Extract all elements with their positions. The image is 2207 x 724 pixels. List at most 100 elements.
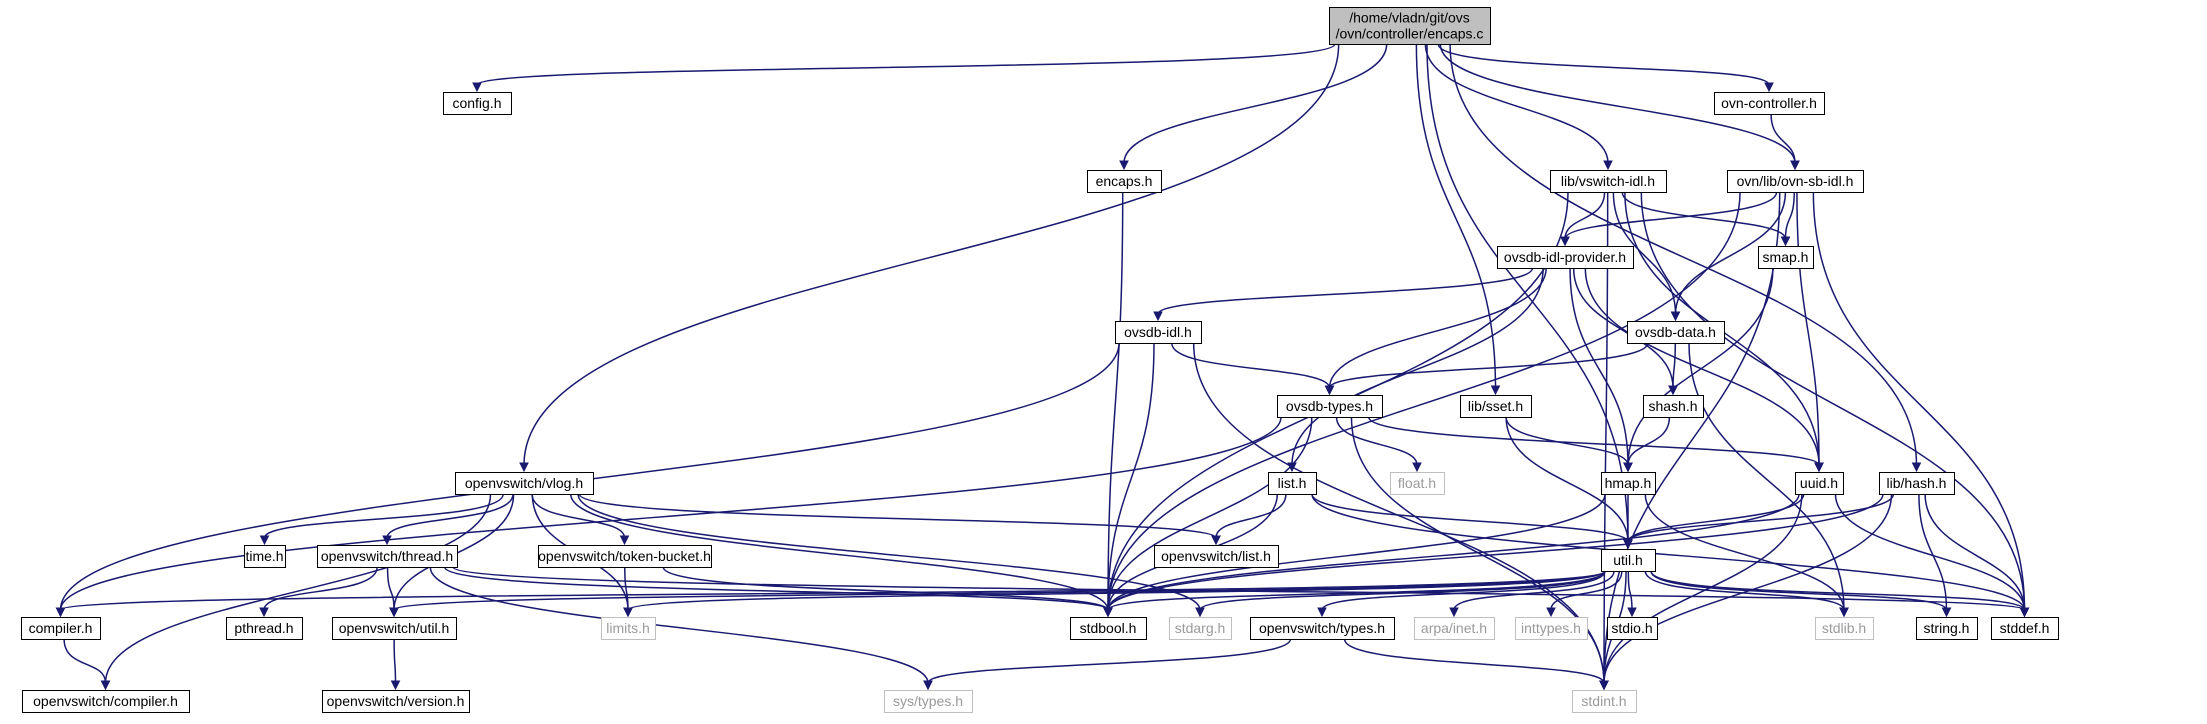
- edge-ovsdb_idl_provider_h-to-uuid_h: [1584, 267, 1824, 473]
- node-arpa-inet-h[interactable]: arpa/inet.h: [1414, 617, 1495, 640]
- edge-util_h-to-limits_h: [623, 570, 1606, 618]
- edge-util_h-to-stdio_h: [1627, 570, 1637, 618]
- node-label: time.h: [245, 548, 283, 564]
- edge-util_h-to-openvswitch_types_h: [1317, 570, 1606, 618]
- node-label: float.h: [1398, 475, 1436, 491]
- node-string-h[interactable]: string.h: [1916, 617, 1978, 640]
- edge-openvswitch_types_h-to-sys_types_h: [923, 638, 1292, 691]
- node-label: inttypes.h: [1521, 620, 1581, 636]
- node-lib-vswitch-idl-h[interactable]: lib/vswitch-idl.h: [1550, 170, 1667, 193]
- node-openvswitch-util-h[interactable]: openvswitch/util.h: [332, 617, 457, 640]
- node-float-h[interactable]: float.h: [1390, 472, 1445, 495]
- node-label: pthread.h: [234, 620, 293, 636]
- edge-lib_hash_h-to-util_h: [1623, 493, 1895, 550]
- node-openvswitch-vlog-h[interactable]: openvswitch/vlog.h: [455, 472, 594, 495]
- node-lib-hash-h[interactable]: lib/hash.h: [1879, 472, 1955, 495]
- node-openvswitch-version-h[interactable]: openvswitch/version.h: [322, 690, 470, 713]
- node-label: stdio.h: [1611, 620, 1652, 636]
- edges-layer: [55, 43, 2030, 691]
- node-sys-types-h[interactable]: sys/types.h: [884, 690, 973, 713]
- node-label: openvswitch/token-bucket.h: [538, 548, 711, 564]
- node-stdlib-h[interactable]: stdlib.h: [1815, 617, 1874, 640]
- node-inttypes-h[interactable]: inttypes.h: [1515, 617, 1588, 640]
- node-openvswitch-types-h[interactable]: openvswitch/types.h: [1250, 617, 1395, 640]
- node-ovsdb-idl-h[interactable]: ovsdb-idl.h: [1115, 321, 1202, 344]
- edge-ovsdb_types_h-to-compiler_h: [55, 416, 1282, 618]
- node-uuid-h[interactable]: uuid.h: [1795, 472, 1844, 495]
- node-ovn-controller-h[interactable]: ovn-controller.h: [1714, 92, 1825, 115]
- edge-encaps_c-to-openvswitch_vlog_h: [519, 43, 1340, 473]
- edge-util_h-to-stdbool_h: [1103, 570, 1606, 618]
- node-label: stdint.h: [1581, 693, 1626, 709]
- edge-util_h-to-compiler_h: [55, 570, 1606, 618]
- edge-util_h-to-inttypes_h: [1546, 570, 1623, 618]
- node-label: openvswitch/version.h: [327, 693, 465, 709]
- node-compiler-h[interactable]: compiler.h: [21, 617, 101, 640]
- node-pthread-h[interactable]: pthread.h: [226, 617, 303, 640]
- edge-ovsdb_idl_provider_h-to-ovsdb_idl_h: [1153, 267, 1534, 322]
- node-encaps-h[interactable]: encaps.h: [1087, 170, 1162, 193]
- node-stdint-h[interactable]: stdint.h: [1572, 690, 1637, 713]
- edge-openvswitch_vlog_h-to-openvswitch_compiler_h: [100, 493, 492, 691]
- node-smap-h[interactable]: smap.h: [1758, 246, 1814, 269]
- edge-ovn_lib_ovn_sb_idl_h-to-smap_h: [1780, 191, 1795, 247]
- edge-encaps_c-to-config_h: [472, 43, 1336, 93]
- node-config-h[interactable]: config.h: [443, 92, 512, 115]
- node-stdio-h[interactable]: stdio.h: [1607, 617, 1658, 640]
- node-stddef-h[interactable]: stddef.h: [1991, 617, 2059, 640]
- node-stdarg-h[interactable]: stdarg.h: [1169, 617, 1232, 640]
- edge-util_h-to-stdlib_h: [1644, 570, 1849, 618]
- node-label: ovsdb-types.h: [1286, 398, 1373, 414]
- node-openvswitch-thread-h[interactable]: openvswitch/thread.h: [317, 545, 458, 568]
- edge-ovsdb_types_h-to-stdbool_h: [1103, 416, 1313, 618]
- node-label: smap.h: [1763, 249, 1809, 265]
- edge-list_h-to-openvswitch_list_h: [1211, 493, 1287, 546]
- nodes-layer: /home/vladn/git/ovs/ovn/controller/encap…: [21, 7, 2059, 713]
- node-hmap-h[interactable]: hmap.h: [1601, 472, 1656, 495]
- edge-ovn_lib_ovn_sb_idl_h-to-uuid_h: [1796, 191, 1824, 473]
- edge-encaps_c-to-lib_vswitch_idl_h: [1424, 43, 1613, 171]
- node-openvswitch-compiler-h[interactable]: openvswitch/compiler.h: [22, 690, 190, 713]
- edge-uuid_h-to-stddef_h: [1834, 493, 2030, 618]
- edge-list_h-to-stddef_h: [1311, 493, 2030, 618]
- node-label: /ovn/controller/encaps.c: [1336, 26, 1484, 42]
- node-label: lib/hash.h: [1887, 475, 1947, 491]
- edge-shash_h-to-hmap_h: [1623, 416, 1671, 473]
- node-openvswitch-list-h[interactable]: openvswitch/list.h: [1154, 545, 1279, 568]
- node-label: stdlib.h: [1822, 620, 1866, 636]
- node-ovsdb-data-h[interactable]: ovsdb-data.h: [1627, 321, 1725, 344]
- node-time-h[interactable]: time.h: [244, 545, 286, 568]
- node-label: string.h: [1924, 620, 1970, 636]
- node-stdbool-h[interactable]: stdbool.h: [1070, 617, 1147, 640]
- node-label: openvswitch/thread.h: [321, 548, 453, 564]
- node-label: stdbool.h: [1080, 620, 1137, 636]
- edge-lib_hash_h-to-stdint_h: [1599, 493, 1893, 691]
- edge-openvswitch_thread_h-to-sys_types_h: [429, 566, 933, 691]
- node-ovsdb-types-h[interactable]: ovsdb-types.h: [1277, 395, 1383, 418]
- edge-util_h-to-arpa_inet_h: [1449, 570, 1615, 618]
- node-encaps-c[interactable]: /home/vladn/git/ovs/ovn/controller/encap…: [1329, 7, 1491, 45]
- edge-util_h-to-stdarg_h: [1195, 570, 1606, 618]
- node-openvswitch-token-bucket-h[interactable]: openvswitch/token-bucket.h: [538, 545, 712, 568]
- edge-ovn_lib_ovn_sb_idl_h-to-ovsdb_idl_provider_h: [1560, 191, 1778, 247]
- node-lib-sset-h[interactable]: lib/sset.h: [1460, 395, 1532, 418]
- node-label: list.h: [1278, 475, 1307, 491]
- node-ovsdb-idl-provider-h[interactable]: ovsdb-idl-provider.h: [1497, 246, 1634, 269]
- edge-encaps_c-to-lib_sset_h: [1415, 43, 1501, 396]
- node-ovn-lib-ovn-sb-idl-h[interactable]: ovn/lib/ovn-sb-idl.h: [1727, 170, 1864, 193]
- node-label: arpa/inet.h: [1421, 620, 1487, 636]
- edge-util_h-to-stddef_h: [1650, 570, 2030, 618]
- edge-encaps_c-to-lib_hash_h: [1449, 43, 1922, 473]
- node-list-h[interactable]: list.h: [1268, 472, 1317, 495]
- node-limits-h[interactable]: limits.h: [601, 617, 656, 640]
- node-util-h[interactable]: util.h: [1601, 549, 1656, 572]
- node-label: ovsdb-idl.h: [1124, 324, 1192, 340]
- edge-encaps_c-to-encaps_h: [1119, 43, 1388, 171]
- edge-encaps_c-to-ovn_controller_h: [1437, 43, 1774, 93]
- node-label: uuid.h: [1800, 475, 1838, 491]
- edge-openvswitch_vlog_h-to-openvswitch_thread_h: [382, 493, 514, 546]
- node-label: openvswitch/list.h: [1161, 548, 1271, 564]
- node-shash-h[interactable]: shash.h: [1643, 395, 1704, 418]
- edge-openvswitch_vlog_h-to-time_h: [259, 493, 504, 546]
